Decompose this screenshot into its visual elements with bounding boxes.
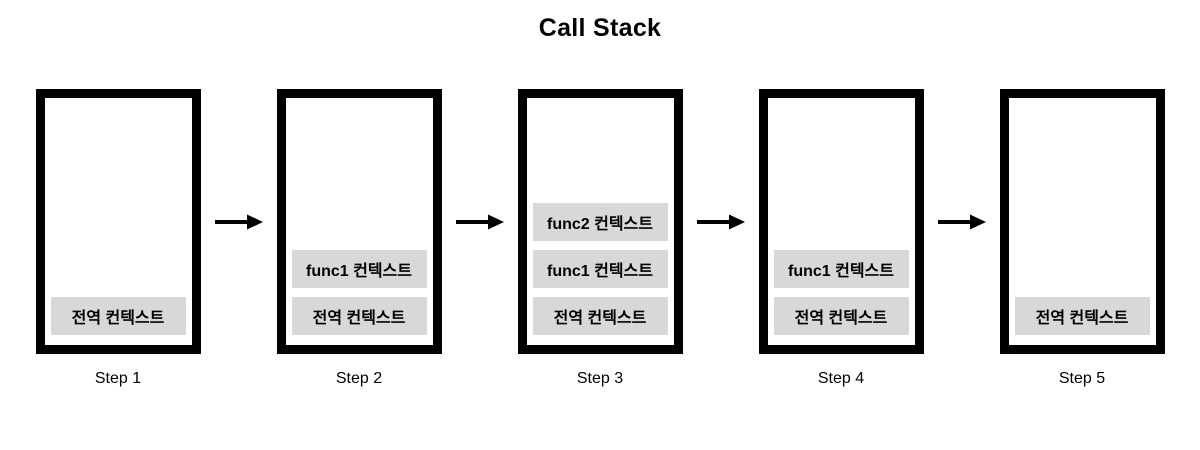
right-arrow-icon: [683, 89, 759, 354]
context-item: func1 컨텍스트: [532, 250, 668, 288]
step-label: Step 1: [94, 370, 142, 387]
context-item: 전역 컨텍스트: [291, 297, 427, 335]
call-stack-diagram: Call Stack 전역 컨텍스트 Step 1 func1 컨텍스트 전역 …: [0, 14, 1200, 450]
context-item: func2 컨텍스트: [532, 203, 668, 241]
step-5: 전역 컨텍스트 Step 5: [999, 89, 1165, 388]
stack-box-4: func1 컨텍스트 전역 컨텍스트: [758, 89, 924, 354]
context-item: 전역 컨텍스트: [532, 297, 668, 335]
right-arrow-icon: [442, 89, 518, 354]
context-item: func1 컨텍스트: [291, 250, 427, 288]
context-item: 전역 컨텍스트: [1014, 297, 1150, 335]
step-label: Step 2: [335, 370, 383, 387]
right-arrow-icon: [201, 89, 277, 354]
right-arrow-icon: [924, 89, 1000, 354]
steps-row: 전역 컨텍스트 Step 1 func1 컨텍스트 전역 컨텍스트 Step 2: [0, 89, 1200, 388]
context-item: 전역 컨텍스트: [773, 297, 909, 335]
stack-box-1: 전역 컨텍스트: [35, 89, 201, 354]
step-label: Step 4: [817, 370, 865, 387]
stack-box-2: func1 컨텍스트 전역 컨텍스트: [276, 89, 442, 354]
step-label: Step 5: [1058, 370, 1106, 387]
stack-box-5: 전역 컨텍스트: [999, 89, 1165, 354]
context-item: func1 컨텍스트: [773, 250, 909, 288]
context-item: 전역 컨텍스트: [50, 297, 186, 335]
step-3: func2 컨텍스트 func1 컨텍스트 전역 컨텍스트 Step 3: [517, 89, 683, 388]
step-label: Step 3: [576, 370, 624, 387]
step-2: func1 컨텍스트 전역 컨텍스트 Step 2: [276, 89, 442, 388]
step-4: func1 컨텍스트 전역 컨텍스트 Step 4: [758, 89, 924, 388]
page-title: Call Stack: [538, 14, 662, 42]
step-1: 전역 컨텍스트 Step 1: [35, 89, 201, 388]
stack-box-3: func2 컨텍스트 func1 컨텍스트 전역 컨텍스트: [517, 89, 683, 354]
